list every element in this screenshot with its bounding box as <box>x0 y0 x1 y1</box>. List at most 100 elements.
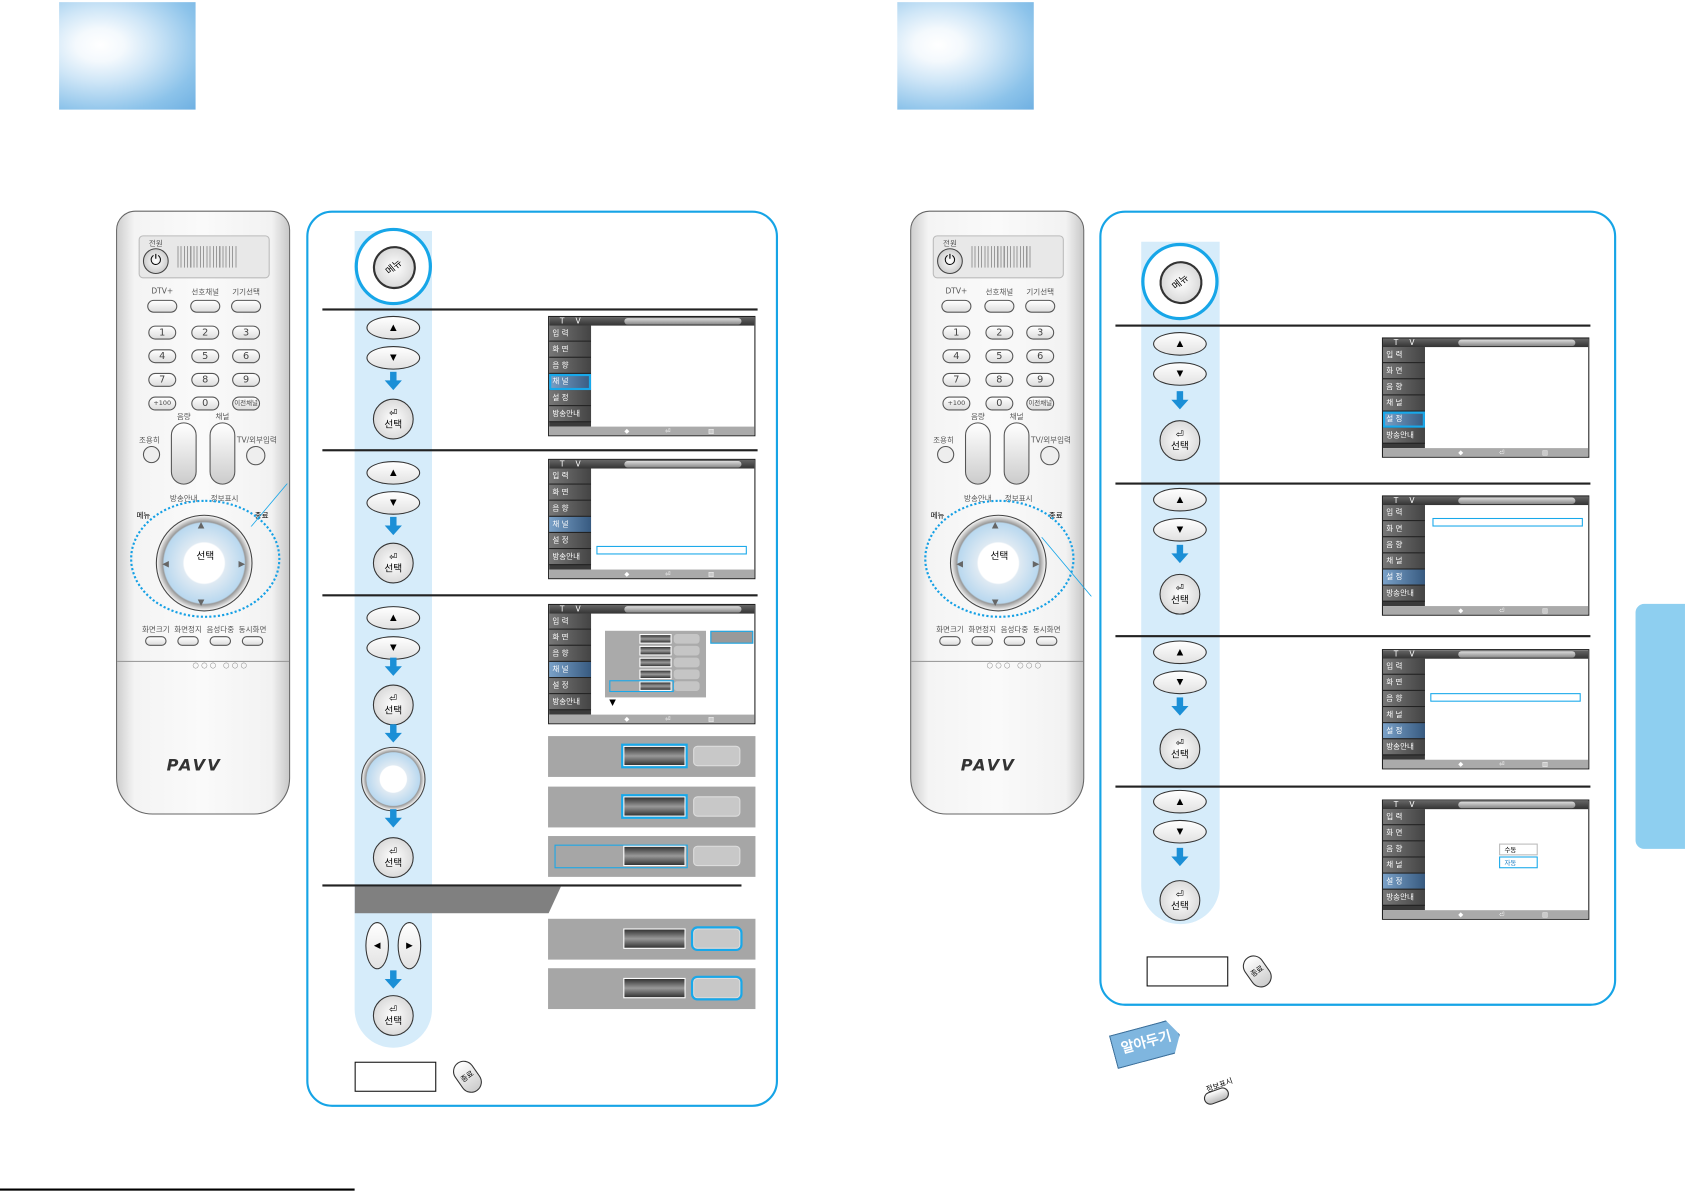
down-arrow-icon <box>1171 697 1189 716</box>
down-arrow-icon <box>384 516 402 536</box>
tv-menu-icon: ▥ <box>708 427 715 436</box>
number-button: 8 <box>191 372 220 387</box>
tv-menu-item: 화 면 <box>549 629 592 646</box>
down-arrow-icon <box>384 809 402 828</box>
tv-menu-item: 설 정 <box>1383 569 1425 586</box>
submenu-field <box>639 657 672 668</box>
remote-divider <box>117 660 290 662</box>
number-button: 0 <box>985 396 1014 411</box>
lcd-display <box>177 246 238 268</box>
number-button: 7 <box>148 372 177 387</box>
tv-menu-item: 입 력 <box>1383 347 1425 364</box>
remote-label: 선호채널 <box>191 287 220 297</box>
tv-updown-icon: ◆ <box>1458 607 1464 615</box>
select-button-icon: ⏎선택 <box>1159 420 1201 462</box>
tv-title-tab <box>1458 651 1576 658</box>
tv-menu-item: 화 면 <box>1383 825 1425 842</box>
input-button <box>246 445 266 466</box>
setting-bar <box>548 918 756 960</box>
tv-menu-item: 방송안내 <box>549 406 592 423</box>
enter-icon: ⏎ <box>1175 889 1184 901</box>
speaker-holes: ○○○ ○○○ <box>192 660 250 670</box>
tv-menu-icon: ▥ <box>1542 607 1549 615</box>
number-button: +100 <box>148 396 177 411</box>
remote-label: 동시화면 <box>1032 625 1061 635</box>
up-button-icon: ▲ <box>1153 332 1207 356</box>
remote-button <box>1035 636 1058 646</box>
remote-label: 화면크기 <box>141 625 170 635</box>
select-button-label: 선택 <box>384 564 403 575</box>
cloud-header-image-right <box>897 2 1034 110</box>
enter-icon: ⏎ <box>389 1004 398 1016</box>
menu-button-icon: 메뉴 <box>1141 242 1219 321</box>
select-button-label: 선택 <box>384 858 403 870</box>
submenu-button <box>673 669 700 680</box>
tv-menu-item: 방송안내 <box>1383 585 1425 602</box>
number-button: 4 <box>148 349 177 364</box>
tv-title-tab <box>1458 339 1576 347</box>
tv-menu-item: 음 향 <box>1383 841 1425 858</box>
divider <box>1115 324 1591 327</box>
submenu-button <box>673 681 700 691</box>
tv-bottom-bar <box>549 569 755 579</box>
power-icon: ⏻ <box>937 248 963 275</box>
up-button-icon: ▲ <box>366 461 421 485</box>
remote-button <box>145 636 167 646</box>
tv-menu-icon: ▥ <box>1542 449 1549 457</box>
select-button-icon: ⏎선택 <box>1159 573 1201 615</box>
down-button-icon: ▼ <box>1153 517 1207 542</box>
footer-rule <box>0 1188 355 1191</box>
select-button-label: 선택 <box>384 1016 403 1028</box>
number-button: 2 <box>191 325 220 340</box>
enter-icon: ⏎ <box>389 694 398 705</box>
submenu-button <box>673 634 700 644</box>
brand-logo: PAVV <box>960 755 1016 775</box>
scroll-down-icon: ▼ <box>609 697 616 708</box>
select-button-icon: ⏎선택 <box>372 542 414 584</box>
divider <box>322 884 742 887</box>
divider <box>1115 785 1591 788</box>
channel-rocker <box>1003 422 1030 485</box>
tv-updown-icon: ◆ <box>1458 911 1464 919</box>
menu-label: 메뉴 <box>930 511 945 521</box>
remote-label: 화면정지 <box>174 625 202 635</box>
tv-menu-item: 방송안내 <box>549 549 592 566</box>
input-label: TV/외부입력 <box>1030 436 1071 445</box>
brand-logo: PAVV <box>166 755 222 775</box>
remote-button <box>231 299 262 313</box>
tv-menu-item: 채 널 <box>549 373 592 391</box>
tv-enter-icon: ⏎ <box>665 427 671 436</box>
tv-updown-icon: ◆ <box>1458 449 1464 457</box>
remote-button <box>241 636 264 646</box>
number-button: 7 <box>942 372 971 387</box>
mute-label: 조용히 <box>138 436 160 445</box>
number-button: 9 <box>1026 372 1055 387</box>
remote-button <box>209 636 232 646</box>
tv-title-tab <box>624 318 742 325</box>
tv-updown-icon: ◆ <box>624 570 630 579</box>
up-button-icon: ▲ <box>366 606 421 630</box>
remote-button <box>971 636 993 646</box>
remote-label: 화면크기 <box>936 625 964 635</box>
dpad-button-icon <box>361 746 426 812</box>
down-button-icon: ▼ <box>1153 362 1207 386</box>
tv-enter-icon: ⏎ <box>665 570 671 579</box>
guide-label: 방송안내 <box>964 494 992 503</box>
divider <box>322 449 758 452</box>
number-button: 6 <box>232 349 261 364</box>
guide-label: 방송안내 <box>169 494 198 503</box>
remote-label: 음성다중 <box>1000 625 1029 635</box>
highlighted-row <box>596 545 747 555</box>
enter-icon: ⏎ <box>389 552 398 564</box>
exit-label: 종료 <box>254 511 269 521</box>
highlighted-row <box>1430 693 1581 702</box>
tv-menu-item: 화 면 <box>549 341 592 358</box>
